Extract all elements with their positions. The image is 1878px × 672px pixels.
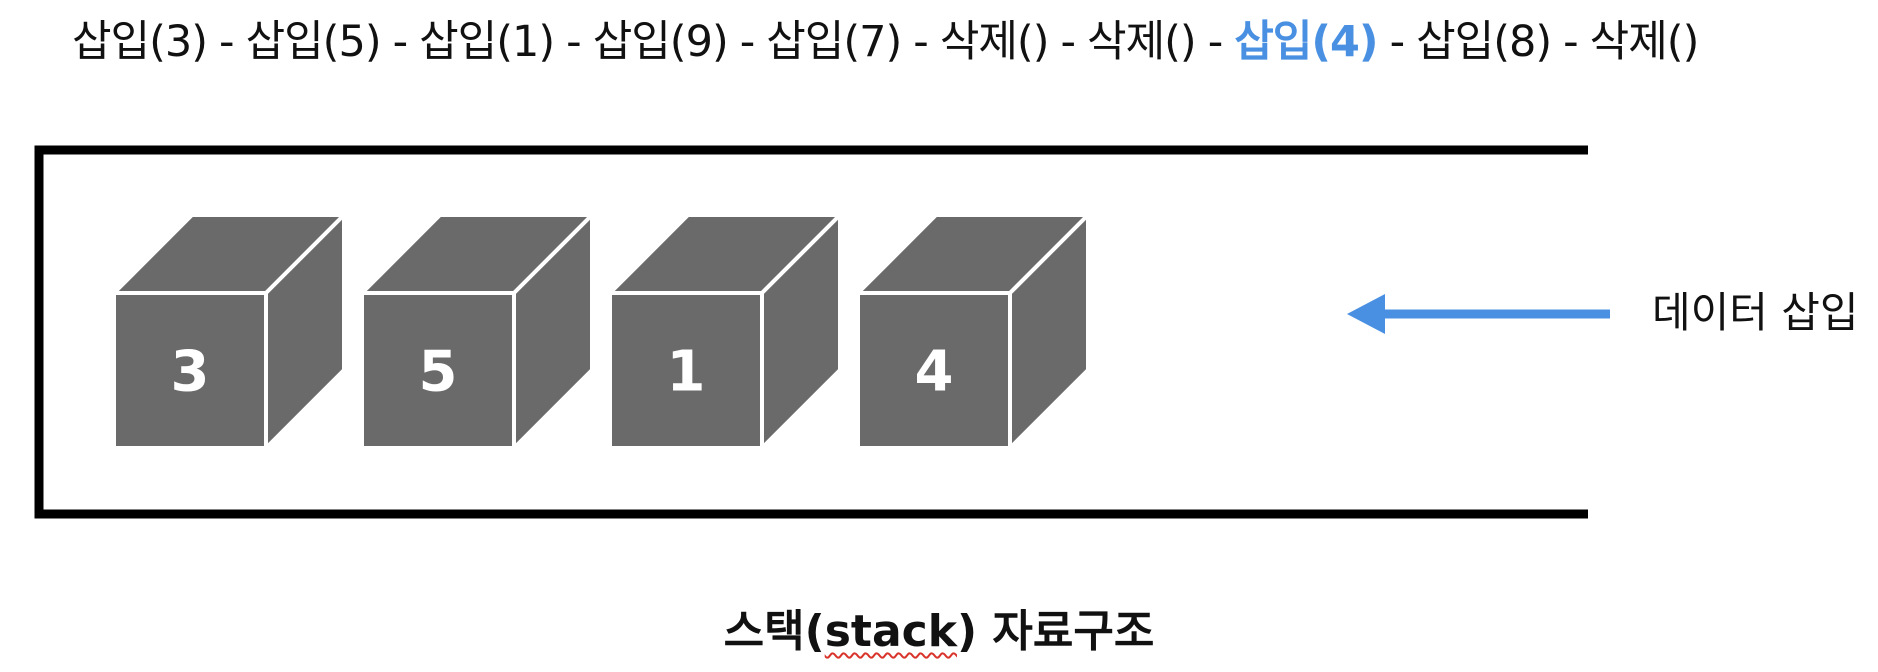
cube-front-face xyxy=(856,291,1012,450)
operation-separator: - xyxy=(739,17,756,67)
stack-cube: 1 xyxy=(605,210,845,453)
operation-separator: - xyxy=(392,17,409,67)
cube-front-face xyxy=(112,291,268,450)
title-prefix: 스택( xyxy=(723,606,825,657)
diagram-title: 스택(stack) 자료구조 xyxy=(0,604,1878,660)
operation-item: 삭제() xyxy=(939,17,1050,67)
operation-item: 삽입(1) xyxy=(419,17,555,67)
operation-separator: - xyxy=(1060,17,1076,67)
operation-separator: - xyxy=(1207,17,1224,67)
operation-item: 삭제() xyxy=(1087,17,1197,67)
cube-group: 3 5 1 4 xyxy=(109,210,1093,453)
cube-label: 1 xyxy=(667,340,706,405)
title-suffix: ) 자료구조 xyxy=(956,606,1155,657)
operation-item: 삽입(3) xyxy=(72,17,208,67)
operation-item-active: 삽입(4) xyxy=(1234,17,1378,67)
operation-item: 삽입(9) xyxy=(592,17,729,67)
stack-cube: 5 xyxy=(357,210,597,453)
operation-separator: - xyxy=(566,17,582,67)
operation-separator: - xyxy=(1389,17,1406,67)
operation-separator: - xyxy=(1563,17,1579,67)
operation-item: 삭제() xyxy=(1589,17,1700,67)
insert-arrow-head xyxy=(1347,294,1385,334)
insert-label: 데이터 삽입 xyxy=(1652,288,1859,337)
operation-item: 삽입(5) xyxy=(245,17,382,67)
operation-separator: - xyxy=(219,17,235,67)
cube-front-face xyxy=(608,291,764,450)
cube-front-face xyxy=(360,291,516,450)
stack-cube: 4 xyxy=(853,210,1093,453)
operation-separator: - xyxy=(913,17,929,67)
insert-arrow xyxy=(1347,294,1610,334)
stack-container xyxy=(34,145,1588,519)
operation-item: 삽입(8) xyxy=(1416,17,1552,67)
cube-label: 5 xyxy=(419,340,458,405)
title-word: stack xyxy=(824,606,957,657)
cube-label: 4 xyxy=(915,340,954,405)
stack-cube: 3 xyxy=(109,210,349,453)
operation-item: 삽입(7) xyxy=(766,17,902,67)
operation-sequence: 삽입(3)-삽입(5)-삽입(1)-삽입(9)-삽입(7)-삭제()-삭제()-… xyxy=(72,14,1700,70)
cube-label: 3 xyxy=(171,340,210,405)
